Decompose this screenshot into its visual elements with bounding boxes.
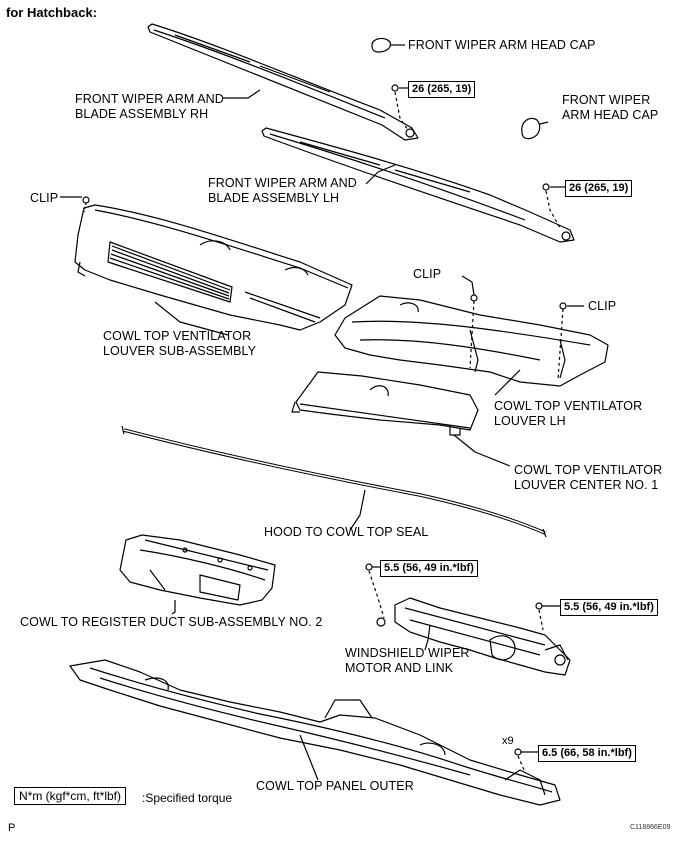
- wiper-arm-rh-drawing: [147, 23, 419, 141]
- hood-seal-label: HOOD TO COWL TOP SEAL: [264, 525, 429, 539]
- head-cap-2-drawing: [521, 117, 541, 140]
- torque-spec-box: 5.5 (56, 49 in.*lbf): [380, 560, 478, 577]
- arm-lh-label-line2: BLADE ASSEMBLY LH: [208, 191, 340, 205]
- page-mark: P: [8, 822, 16, 834]
- torque-legend-text: :Specified torque: [142, 791, 233, 805]
- register-duct-drawing: [119, 534, 276, 606]
- duct-label: COWL TO REGISTER DUCT SUB-ASSEMBLY NO. 2: [20, 615, 323, 629]
- head-cap-1-drawing: [371, 37, 391, 53]
- louver-center-label-line1: COWL TOP VENTILATOR: [514, 463, 663, 477]
- figure-id: C118866E09: [630, 824, 671, 831]
- clip-label: CLIP: [413, 267, 442, 281]
- louver-sub-assembly-drawing: [74, 196, 353, 331]
- clip-label: CLIP: [588, 299, 617, 313]
- arm-lh-label-line1: FRONT WIPER ARM AND: [208, 176, 357, 190]
- wiper-motor-label-line2: MOTOR AND LINK: [345, 661, 454, 675]
- wiper-motor-label-line1: WINDSHIELD WIPER: [345, 646, 470, 660]
- louver-lh-label-line1: COWL TOP VENTILATOR: [494, 399, 643, 413]
- head-cap-label: FRONT WIPER ARM HEAD CAP: [408, 38, 596, 52]
- torque-spec-box: 26 (265, 19): [408, 81, 476, 98]
- clip-label: CLIP: [30, 191, 59, 205]
- arm-rh-label-line2: BLADE ASSEMBLY RH: [75, 107, 209, 121]
- panel-outer-drawing: [69, 659, 561, 806]
- head-cap-2-label-line1: FRONT WIPER: [562, 93, 651, 107]
- head-cap-2-label-line2: ARM HEAD CAP: [562, 108, 659, 122]
- panel-outer-label: COWL TOP PANEL OUTER: [256, 779, 414, 793]
- louver-lh-drawing: [334, 295, 609, 387]
- wiper-arm-lh-drawing: [261, 127, 575, 243]
- torque-spec-box: 26 (265, 19): [565, 180, 633, 197]
- torque-legend-box: N*m (kgf*cm, ft*lbf): [14, 787, 127, 805]
- louver-center-drawing: [291, 371, 479, 436]
- arm-rh-label-line1: FRONT WIPER ARM AND: [75, 92, 224, 106]
- page-title: for Hatchback:: [6, 5, 98, 20]
- wiper-motor-drawing: [376, 597, 571, 676]
- quantity-label: x9: [502, 735, 514, 747]
- louver-sub-label-line1: COWL TOP VENTILATOR: [103, 329, 252, 343]
- louver-center-label-line2: LOUVER CENTER NO. 1: [514, 478, 659, 492]
- hood-seal-drawing: [121, 425, 547, 538]
- louver-lh-label-line2: LOUVER LH: [494, 414, 566, 428]
- torque-spec-box: 6.5 (66, 58 in.*lbf): [538, 745, 636, 762]
- torque-spec-box: 5.5 (56, 49 in.*lbf): [560, 599, 658, 616]
- louver-sub-label-line2: LOUVER SUB-ASSEMBLY: [103, 344, 257, 358]
